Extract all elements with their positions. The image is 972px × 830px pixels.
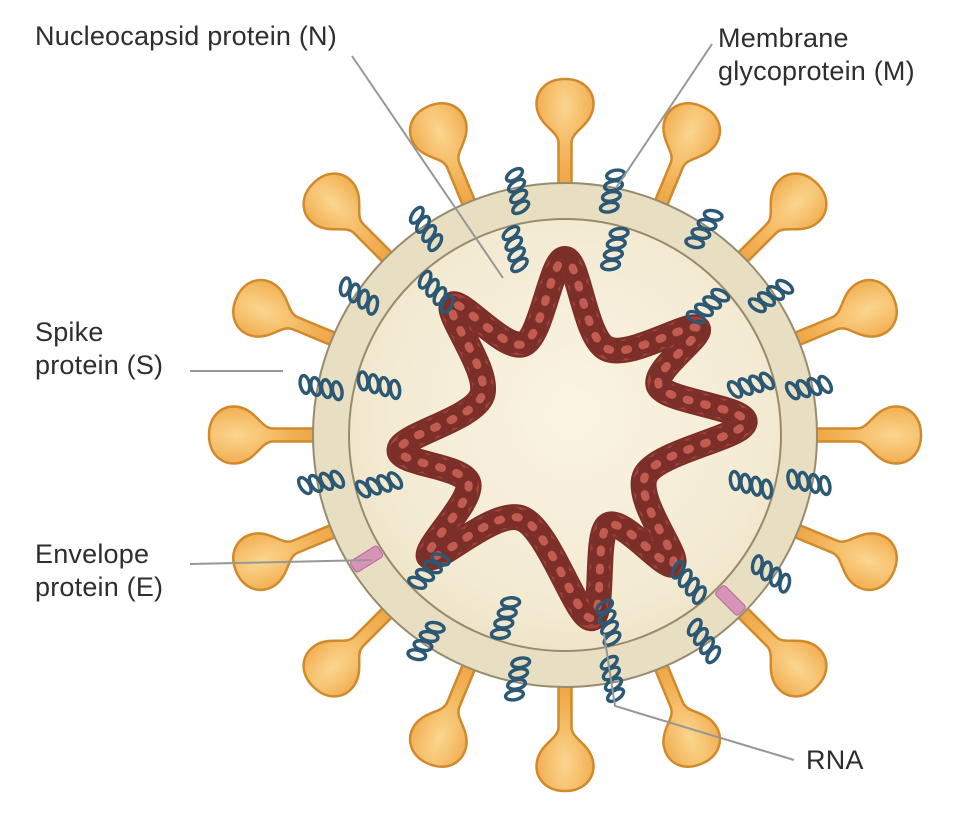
label-envelope-line1: Envelope bbox=[35, 539, 150, 569]
rna-nucleocapsid-coil bbox=[386, 246, 758, 632]
label-membrane-glycoprotein: Membrane glycoprotein (M) bbox=[718, 22, 915, 89]
spike-protein-icon bbox=[803, 405, 923, 465]
leader-nucleocapsid bbox=[351, 55, 504, 279]
label-rna: RNA bbox=[806, 744, 864, 777]
spike-protein-icon bbox=[535, 77, 595, 197]
label-spike-protein: Spike protein (S) bbox=[35, 316, 163, 383]
spike-protein-icon bbox=[535, 673, 595, 793]
label-spike-line2: protein (S) bbox=[35, 350, 164, 381]
label-membrane-line1: Membrane bbox=[718, 23, 849, 53]
label-nucleocapsid-protein: Nucleocapsid protein (N) bbox=[35, 20, 337, 53]
leader-envelope bbox=[189, 559, 373, 565]
leader-rna bbox=[603, 633, 795, 761]
leader-membrane bbox=[615, 43, 713, 189]
spike-protein-icon bbox=[207, 405, 327, 465]
envelope-protein bbox=[350, 545, 384, 573]
label-membrane-line2: glycoprotein (M) bbox=[718, 56, 915, 87]
label-envelope-line2: protein (E) bbox=[35, 572, 164, 603]
envelope-proteins bbox=[350, 545, 746, 616]
leader-lines bbox=[189, 43, 795, 761]
envelope-protein bbox=[715, 585, 746, 616]
label-spike-line1: Spike bbox=[35, 317, 104, 347]
label-rna-text: RNA bbox=[806, 745, 864, 775]
label-nucleocapsid-text: Nucleocapsid protein (N) bbox=[35, 21, 337, 51]
label-envelope-protein: Envelope protein (E) bbox=[35, 538, 163, 605]
